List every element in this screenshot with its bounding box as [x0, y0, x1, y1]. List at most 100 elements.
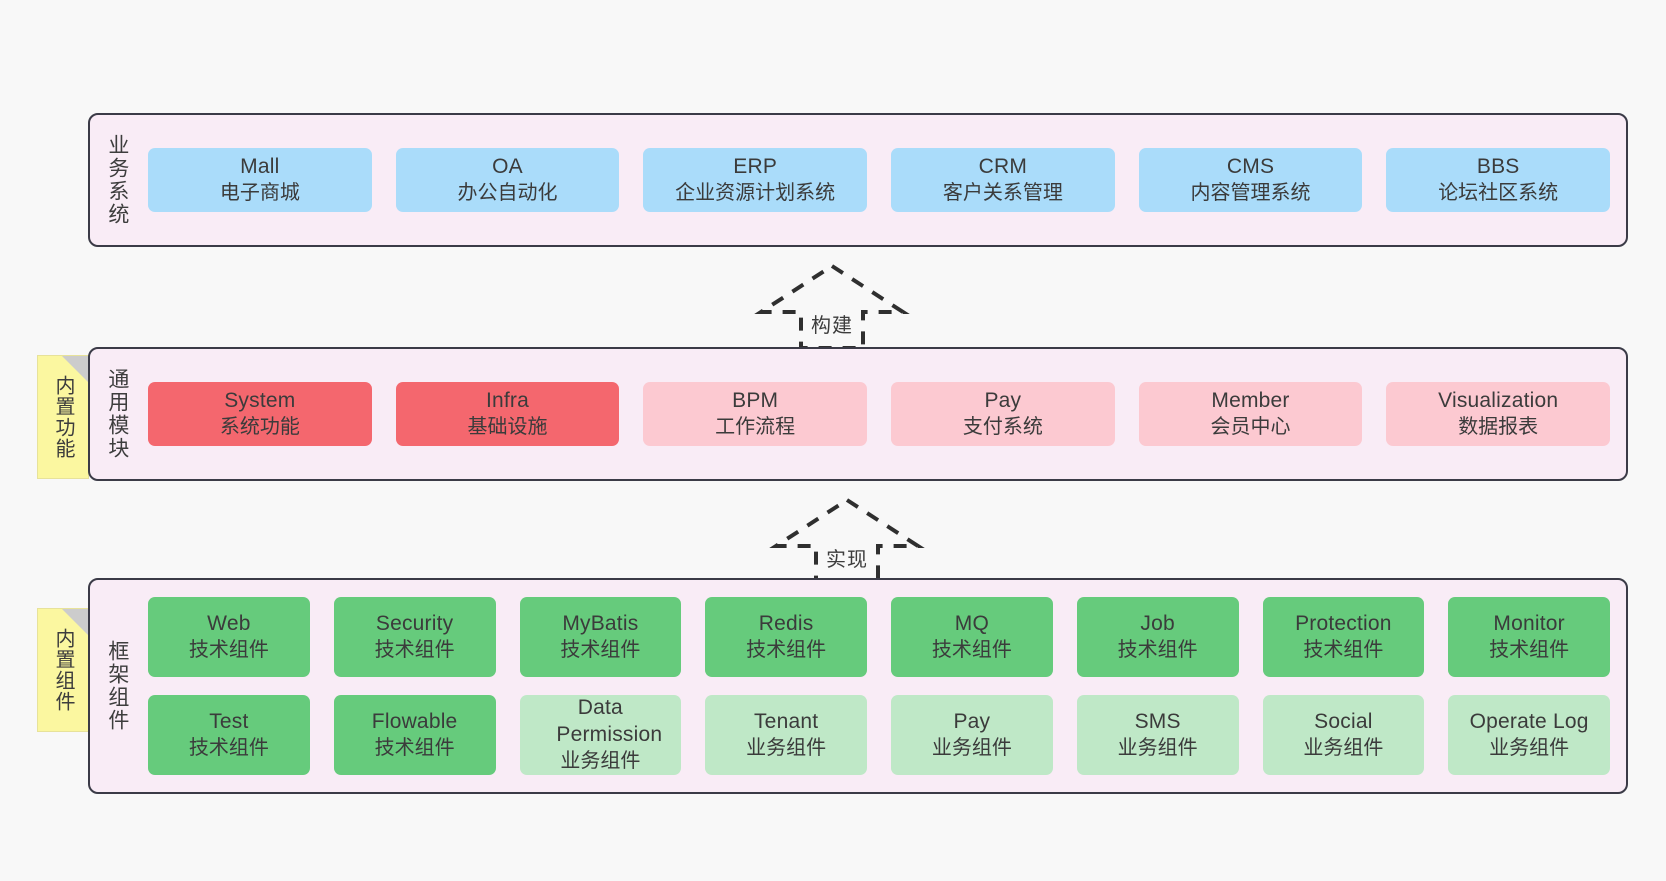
section-label-common-modules: 通用模块 — [105, 368, 129, 460]
card-data-permission[interactable]: Data Permission 业务组件 — [519, 695, 682, 775]
implement-arrow: 实现 — [769, 496, 925, 584]
card-subtitle: 企业资源计划系统 — [675, 181, 836, 204]
card-crm[interactable]: CRM 客户关系管理 — [891, 147, 1115, 213]
card-subtitle: 论坛社区系统 — [1438, 181, 1559, 204]
card-subtitle: 内容管理系统 — [1190, 181, 1311, 204]
card-title: Tenant — [753, 709, 819, 733]
build-arrow-label: 构建 — [811, 315, 853, 337]
implement-arrow-shape — [769, 497, 925, 584]
card-tenant[interactable]: Tenant 业务组件 — [705, 695, 867, 775]
card-subtitle: 基础设施 — [467, 415, 548, 438]
card-title: Protection — [1295, 611, 1392, 635]
card-bbs[interactable]: BBS 论坛社区系统 — [1386, 147, 1611, 213]
card-pay-component[interactable]: Pay 业务组件 — [891, 695, 1053, 775]
card-subtitle: 技术组件 — [931, 638, 1012, 661]
card-subtitle: 业务组件 — [931, 736, 1012, 759]
section-common-modules: 通用模块 System 系统功能 Infra 基础设施 BPM 工作流程 Pay… — [88, 347, 1628, 481]
card-subtitle: 业务组件 — [560, 750, 641, 773]
section-body-business-systems: Mall 电子商城 OA 办公自动化 ERP 企业资源计划系统 CRM 客户关系… — [144, 115, 1626, 245]
card-system[interactable]: System 系统功能 — [148, 381, 372, 447]
card-title: MQ — [954, 611, 989, 635]
card-bpm[interactable]: BPM 工作流程 — [643, 381, 868, 447]
card-test[interactable]: Test 技术组件 — [148, 695, 310, 775]
card-row: Mall 电子商城 OA 办公自动化 ERP 企业资源计划系统 CRM 客户关系… — [148, 147, 1611, 213]
card-erp[interactable]: ERP 企业资源计划系统 — [643, 147, 868, 213]
card-subtitle: 业务组件 — [1303, 736, 1384, 759]
card-subtitle: 业务组件 — [1117, 736, 1198, 759]
card-title: Infra — [485, 388, 530, 412]
section-label-framework-components: 框架组件 — [105, 640, 129, 732]
card-title: Monitor — [1493, 611, 1565, 635]
card-subtitle: 客户关系管理 — [942, 181, 1063, 204]
card-title: Mall — [240, 154, 280, 178]
card-subtitle: 技术组件 — [1489, 638, 1570, 661]
card-member[interactable]: Member 会员中心 — [1138, 381, 1363, 447]
card-flowable[interactable]: Flowable 技术组件 — [333, 695, 496, 775]
card-subtitle: 业务组件 — [746, 736, 827, 759]
card-pay[interactable]: Pay 支付系统 — [891, 381, 1115, 447]
card-redis[interactable]: Redis 技术组件 — [705, 597, 867, 677]
card-title: Web — [207, 611, 251, 635]
section-body-framework-components: Web 技术组件 Security 技术组件 MyBatis 技术组件 Redi… — [144, 580, 1626, 792]
card-row: Test 技术组件 Flowable 技术组件 Data Permission … — [148, 695, 1610, 775]
card-title: BPM — [732, 388, 779, 412]
card-cms[interactable]: CMS 内容管理系统 — [1138, 147, 1363, 213]
card-title: Visualization — [1438, 388, 1559, 412]
card-mybatis[interactable]: MyBatis 技术组件 — [519, 597, 682, 677]
card-job[interactable]: Job 技术组件 — [1076, 597, 1239, 677]
card-subtitle: 技术组件 — [1117, 638, 1198, 661]
card-mq[interactable]: MQ 技术组件 — [891, 597, 1053, 677]
card-subtitle: 技术组件 — [188, 638, 269, 661]
card-title: SMS — [1134, 709, 1181, 733]
card-infra[interactable]: Infra 基础设施 — [395, 381, 620, 447]
card-web[interactable]: Web 技术组件 — [148, 597, 310, 677]
card-operate-log[interactable]: Operate Log 业务组件 — [1448, 695, 1610, 775]
card-visualization[interactable]: Visualization 数据报表 — [1386, 381, 1611, 447]
card-subtitle: 业务组件 — [1489, 736, 1570, 759]
card-subtitle: 支付系统 — [962, 415, 1043, 438]
section-business-systems: 业务系统 Mall 电子商城 OA 办公自动化 ERP 企业资源计划系统 CRM… — [88, 113, 1628, 247]
card-title: Social — [1314, 709, 1373, 733]
card-subtitle: 技术组件 — [374, 638, 455, 661]
card-monitor[interactable]: Monitor 技术组件 — [1448, 597, 1610, 677]
card-subtitle: 技术组件 — [746, 638, 827, 661]
card-title: OA — [492, 154, 523, 178]
card-protection[interactable]: Protection 技术组件 — [1262, 597, 1425, 677]
section-body-common-modules: System 系统功能 Infra 基础设施 BPM 工作流程 Pay 支付系统… — [144, 349, 1626, 479]
sticky-note-label: 内置组件 — [52, 628, 74, 712]
card-title: CRM — [978, 154, 1028, 178]
section-label-business-systems: 业务系统 — [105, 134, 129, 226]
card-social[interactable]: Social 业务组件 — [1262, 695, 1425, 775]
card-title: System — [224, 388, 296, 412]
implement-arrow-label: 实现 — [826, 549, 868, 571]
card-title: Flowable — [371, 709, 458, 733]
card-subtitle: 工作流程 — [715, 415, 796, 438]
card-subtitle: 电子商城 — [219, 181, 300, 204]
card-row: System 系统功能 Infra 基础设施 BPM 工作流程 Pay 支付系统… — [148, 381, 1611, 447]
card-subtitle: 技术组件 — [560, 638, 641, 661]
card-security[interactable]: Security 技术组件 — [333, 597, 496, 677]
card-subtitle: 技术组件 — [374, 736, 455, 759]
card-subtitle: 系统功能 — [219, 415, 300, 438]
card-mall[interactable]: Mall 电子商城 — [148, 147, 372, 213]
card-title: Security — [375, 611, 454, 635]
card-subtitle: 办公自动化 — [457, 181, 558, 204]
sticky-note-builtin-components: 内置组件 — [37, 608, 89, 732]
card-title: Member — [1211, 388, 1290, 412]
sticky-note-label: 内置功能 — [52, 375, 74, 459]
section-framework-components: 框架组件 Web 技术组件 Security 技术组件 MyBatis 技术组件… — [88, 578, 1628, 794]
card-title: Pay — [984, 388, 1022, 412]
card-title: MyBatis — [562, 611, 639, 635]
card-oa[interactable]: OA 办公自动化 — [395, 147, 620, 213]
card-row: Web 技术组件 Security 技术组件 MyBatis 技术组件 Redi… — [148, 597, 1610, 677]
card-title: Job — [1140, 611, 1175, 635]
card-title: Operate Log — [1469, 709, 1589, 733]
card-title: Data Permission — [556, 696, 663, 747]
card-sms[interactable]: SMS 业务组件 — [1076, 695, 1239, 775]
card-subtitle: 技术组件 — [1303, 638, 1384, 661]
build-arrow-shape — [754, 263, 910, 350]
card-subtitle: 会员中心 — [1210, 415, 1291, 438]
card-title: CMS — [1226, 154, 1275, 178]
card-subtitle: 数据报表 — [1458, 415, 1539, 438]
